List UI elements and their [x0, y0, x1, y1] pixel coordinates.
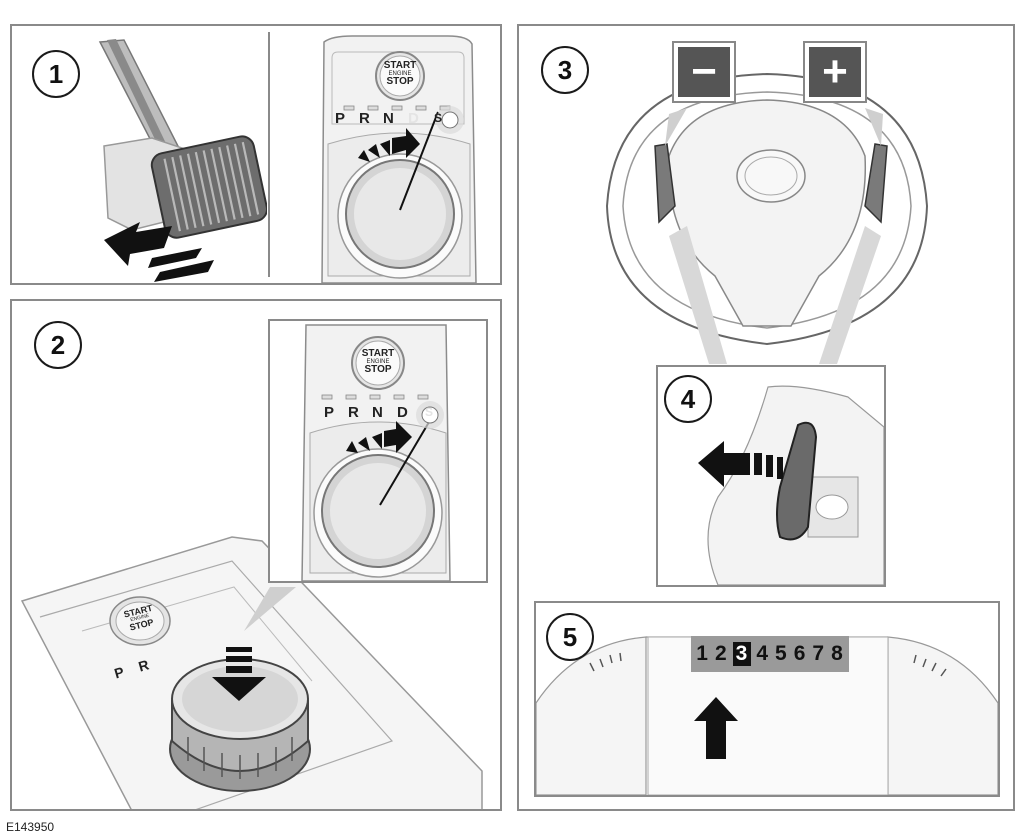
press-down-arrow-icon [212, 647, 266, 701]
gear-letter-n: N [383, 110, 394, 127]
gear-letter-r: R [359, 110, 370, 127]
rotate-arrow-icon-2 [346, 421, 412, 453]
panel-step-4: 4 [656, 365, 886, 587]
right-paddle-icon [864, 143, 888, 224]
gear-letter-d-3: D [397, 404, 408, 421]
rotary-selector-console [321, 35, 477, 283]
gear-indicator-display: 1 2 3 4 5 6 7 8 [691, 636, 849, 672]
brake-pedal-pad [150, 135, 267, 239]
brake-pedal-illustration [98, 39, 267, 282]
gear-letter-n-3: N [372, 404, 383, 421]
step-1-badge: 1 [32, 50, 80, 98]
gear-letter-p: P [335, 110, 346, 127]
selector-detail-inset: START ENGINE STOP P R N D S [268, 319, 488, 583]
rotate-arrow-icon [358, 128, 420, 162]
step-4-badge: 4 [664, 375, 712, 423]
gear-digit-1: 1 [696, 642, 709, 665]
panel-1-divider [268, 32, 270, 277]
start-button-label: START ENGINE STOP [360, 61, 440, 87]
paddle-pull-illustration [698, 385, 884, 585]
step-5-badge: 5 [546, 613, 594, 661]
gear-digit-8: 8 [831, 642, 844, 665]
plus-paddle-callout: + [803, 41, 867, 103]
start-label-3: START [361, 348, 395, 359]
gear-digit-4: 4 [756, 642, 769, 665]
minus-paddle-callout: − [672, 41, 736, 103]
gear-digit-7: 7 [812, 642, 826, 665]
figure-code: E143950 [6, 820, 55, 834]
gear-digit-2: 2 [714, 642, 728, 665]
gear-letter-s: S [434, 111, 443, 125]
minus-sign: − [678, 47, 730, 97]
gear-letter-p-3: P [324, 404, 335, 421]
gear-digit-6: 6 [793, 642, 807, 665]
gear-digit-3-selected: 3 [732, 642, 752, 666]
instrument-cluster-illustration [536, 636, 998, 795]
start-label: START [383, 60, 417, 71]
stop-label: STOP [386, 76, 414, 87]
left-paddle-icon [654, 143, 676, 224]
start-button-label-inset: START ENGINE STOP [348, 349, 408, 375]
console-perspective-illustration [20, 536, 483, 809]
panel-step-3: 3 − + 4 [517, 24, 1015, 811]
stop-label-3: STOP [364, 364, 392, 375]
panel-step-1: 1 [10, 24, 502, 285]
step-2-badge: 2 [34, 321, 82, 369]
gear-letter-r-3: R [348, 404, 359, 421]
steering-wheel-illustration [605, 72, 929, 364]
press-arrow-icon [104, 222, 214, 282]
engine-label: ENGINE [388, 71, 412, 77]
gear-letter-s-3: S [425, 405, 434, 419]
step-3-badge: 3 [541, 46, 589, 94]
panel-step-2: 2 START ENGINE STOP P R [10, 299, 502, 811]
engine-label-3: ENGINE [366, 359, 390, 365]
panel-step-5: 5 1 2 3 4 5 6 7 8 [534, 601, 1000, 797]
pull-arrow-icon [698, 441, 783, 487]
gear-letter-d: D [408, 110, 419, 127]
up-arrow-icon [694, 697, 738, 759]
plus-sign: + [809, 47, 861, 97]
rotary-selector-sport [301, 324, 451, 581]
gear-digit-5: 5 [775, 642, 788, 665]
